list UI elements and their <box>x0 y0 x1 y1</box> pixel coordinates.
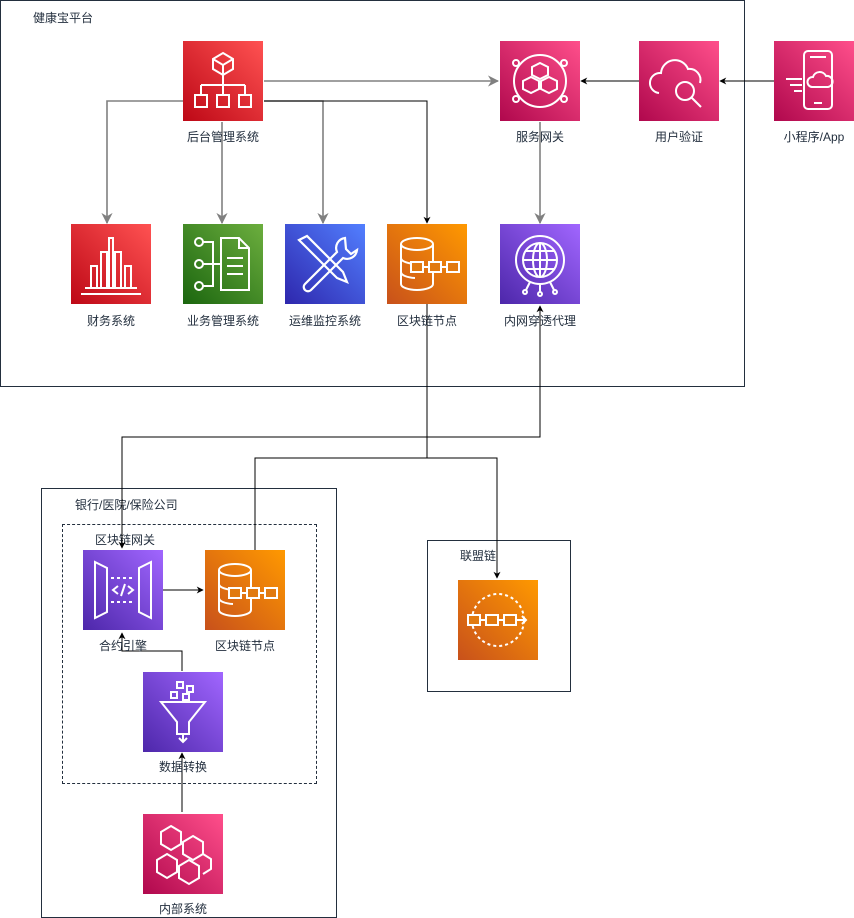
database-chain-icon <box>387 224 467 304</box>
data-transform-node[interactable] <box>143 672 223 752</box>
funnel-icon <box>143 672 223 752</box>
ops-node[interactable] <box>285 224 365 304</box>
mobile-cloud-icon <box>774 41 854 121</box>
document-tree-icon <box>183 224 263 304</box>
miniapp-label: 小程序/App <box>783 130 845 144</box>
gateway-node[interactable] <box>500 41 580 121</box>
hexagons-icon <box>143 814 223 894</box>
finance-label: 财务系统 <box>86 314 136 328</box>
contract-engine-label: 合约引擎 <box>98 639 148 653</box>
consortium-group-label: 联盟链 <box>460 547 497 564</box>
buildings-icon <box>71 224 151 304</box>
internal-label: 内部系统 <box>158 902 208 916</box>
internal-node[interactable] <box>143 814 223 894</box>
bc-node-gateway-label: 区块链节点 <box>214 639 276 653</box>
ops-label: 运维监控系统 <box>288 314 362 328</box>
bc-node-platform[interactable] <box>387 224 467 304</box>
admin-node[interactable] <box>183 41 263 121</box>
cloud-search-icon <box>639 41 719 121</box>
business-label: 业务管理系统 <box>186 314 260 328</box>
auth-node[interactable] <box>639 41 719 121</box>
consortium-chain-node[interactable] <box>458 580 538 660</box>
chain-icon <box>458 580 538 660</box>
blockchain-gateway-group-label: 区块链网关 <box>95 531 156 548</box>
bc-node-gateway[interactable] <box>205 550 285 630</box>
globe-network-icon <box>500 224 580 304</box>
institution-group-label: 银行/医院/保险公司 <box>75 496 178 513</box>
api-gateway-icon <box>83 550 163 630</box>
data-transform-label: 数据转换 <box>158 760 208 774</box>
bc-node-platform-label: 区块链节点 <box>396 314 458 328</box>
cubes-hub-icon <box>500 41 580 121</box>
gateway-label: 服务网关 <box>515 130 565 144</box>
database-chain-icon <box>205 550 285 630</box>
finance-node[interactable] <box>71 224 151 304</box>
intranet-proxy-label: 内网穿透代理 <box>503 314 577 328</box>
business-node[interactable] <box>183 224 263 304</box>
contract-engine-node[interactable] <box>83 550 163 630</box>
platform-group-label: 健康宝平台 <box>33 9 94 26</box>
organization-tree-icon <box>183 41 263 121</box>
intranet-proxy-node[interactable] <box>500 224 580 304</box>
tools-icon <box>285 224 365 304</box>
miniapp-node[interactable] <box>774 41 854 121</box>
auth-label: 用户验证 <box>654 130 704 144</box>
admin-label: 后台管理系统 <box>186 130 260 144</box>
